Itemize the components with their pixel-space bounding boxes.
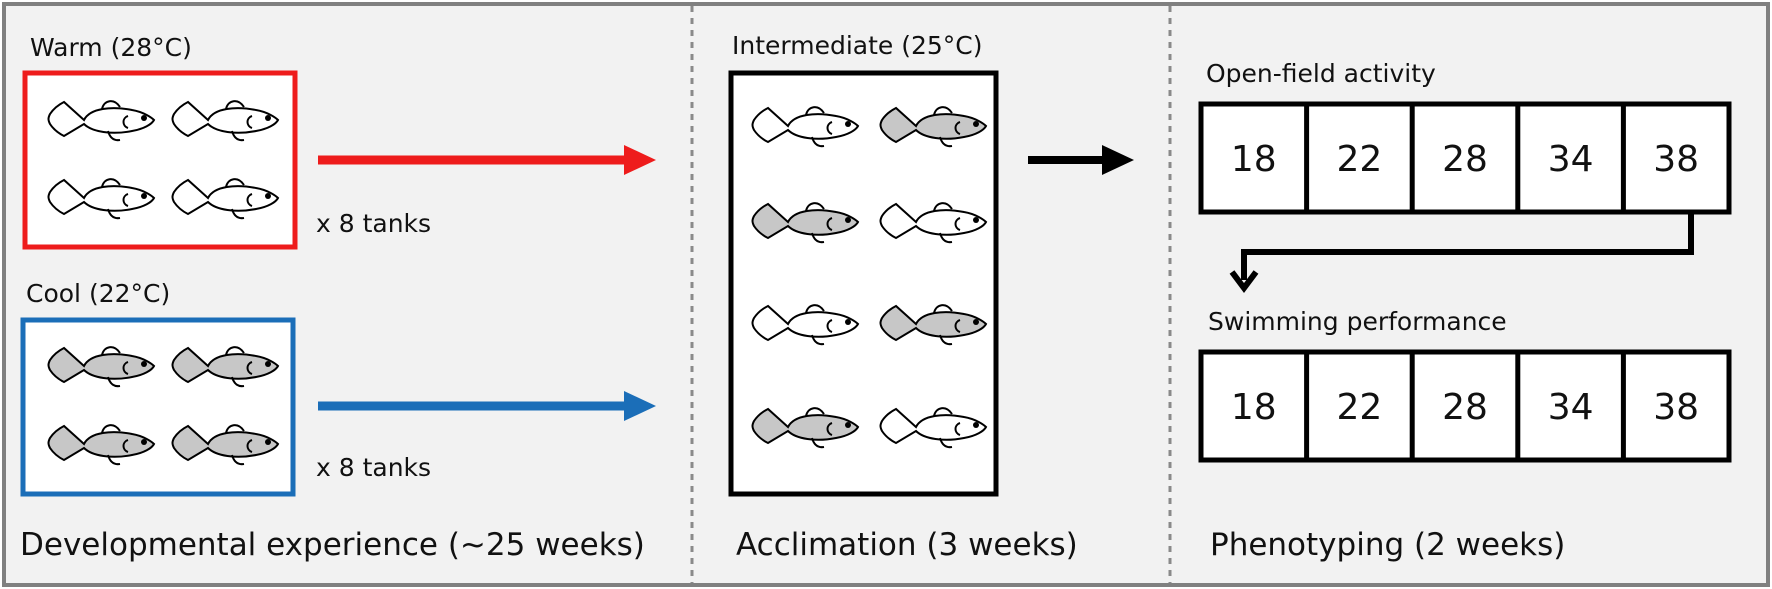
cool-tanks-count: x 8 tanks	[316, 453, 431, 482]
open-field-temp-34: 34	[1548, 139, 1594, 180]
warm-arrow-head	[624, 145, 656, 175]
swimming-temp-38: 38	[1653, 387, 1699, 428]
cool-label: Cool (22°C)	[26, 279, 170, 308]
warm-tank	[22, 70, 298, 250]
open-field-temp-28: 28	[1442, 139, 1488, 180]
phenotyping-title: Phenotyping (2 weeks)	[1210, 527, 1565, 563]
swimming-label: Swimming performance	[1208, 307, 1507, 336]
swimming-temp-34: 34	[1548, 387, 1594, 428]
connector-arrow-head	[1229, 270, 1259, 293]
open-field-label: Open-field activity	[1206, 59, 1436, 88]
intermediate-label: Intermediate (25°C)	[732, 31, 983, 60]
open-field-temp-22: 22	[1336, 139, 1382, 180]
warm-label: Warm (28°C)	[30, 33, 192, 62]
open-field-box	[1198, 101, 1732, 215]
acclimation-title: Acclimation (3 weeks)	[736, 527, 1078, 563]
warm-tanks-count: x 8 tanks	[316, 209, 431, 238]
swimming-box	[1198, 349, 1732, 463]
swimming-row: 18 22 28 34 38	[1198, 349, 1732, 463]
cool-arrow-head	[624, 391, 656, 421]
swimming-temp-18: 18	[1231, 387, 1277, 428]
open-field-temp-38: 38	[1653, 139, 1699, 180]
black-arrow-head	[1102, 145, 1134, 175]
swimming-temp-28: 28	[1442, 387, 1488, 428]
connector-arrow	[1241, 212, 1694, 280]
cool-tank	[20, 317, 296, 497]
development-title: Developmental experience (~25 weeks)	[20, 527, 645, 563]
swimming-temp-22: 22	[1336, 387, 1382, 428]
open-field-row: 18 22 28 34 38	[1198, 101, 1732, 215]
open-field-temp-18: 18	[1231, 139, 1277, 180]
